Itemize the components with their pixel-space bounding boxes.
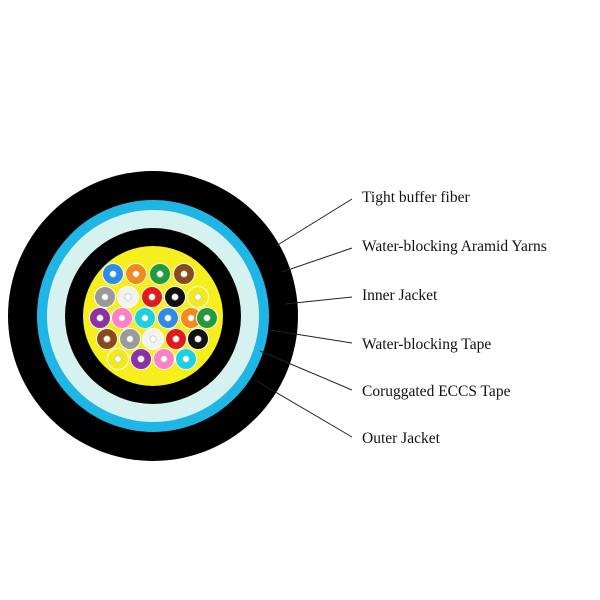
leader-line-outer-jacket xyxy=(254,379,353,438)
tight-buffer-fibers xyxy=(89,263,218,370)
fiber-6 xyxy=(117,286,139,308)
fiber-core xyxy=(156,270,164,278)
fiber-core xyxy=(149,335,157,343)
fiber-core xyxy=(96,314,104,322)
fiber-15 xyxy=(196,307,218,329)
fiber-23 xyxy=(153,348,175,370)
fiber-7 xyxy=(141,286,163,308)
fiber-21 xyxy=(107,348,129,370)
leader-line-aramid-yarns xyxy=(281,247,353,273)
fiber-18 xyxy=(142,328,164,350)
fiber-20 xyxy=(187,328,209,350)
leader-lines xyxy=(254,198,353,438)
fiber-core xyxy=(124,293,132,301)
fiber-core xyxy=(172,335,180,343)
fiber-core xyxy=(103,335,111,343)
fiber-19 xyxy=(165,328,187,350)
leader-line-inner-jacket xyxy=(284,296,353,305)
fiber-core xyxy=(194,335,202,343)
fiber-core xyxy=(180,270,188,278)
fiber-core xyxy=(160,355,168,363)
fiber-11 xyxy=(111,307,133,329)
fiber-core xyxy=(182,355,190,363)
label-ecss-tape: Coruggated ECCS Tape xyxy=(362,383,511,400)
label-outer-jacket: Outer Jacket xyxy=(362,430,441,447)
fiber-core xyxy=(132,270,140,278)
fiber-core xyxy=(187,314,195,322)
fiber-12 xyxy=(134,307,156,329)
fiber-5 xyxy=(94,286,116,308)
fiber-core xyxy=(118,314,126,322)
fiber-core xyxy=(101,293,109,301)
label-inner-jacket: Inner Jacket xyxy=(362,287,438,304)
leader-line-tight-buffer-fiber xyxy=(275,198,353,247)
fiber-1 xyxy=(102,263,124,285)
fiber-22 xyxy=(130,348,152,370)
fiber-10 xyxy=(89,307,111,329)
fiber-13 xyxy=(157,307,179,329)
fiber-core xyxy=(164,314,172,322)
fiber-4 xyxy=(173,263,195,285)
leader-line-water-blocking-tape xyxy=(269,329,353,344)
fiber-core xyxy=(171,293,179,301)
fiber-9 xyxy=(187,286,209,308)
fiber-core xyxy=(114,355,122,363)
fiber-core xyxy=(148,293,156,301)
fiber-core xyxy=(137,355,145,363)
fiber-2 xyxy=(125,263,147,285)
fiber-14 xyxy=(180,307,202,329)
fiber-3 xyxy=(149,263,171,285)
leader-line-ecss-tape xyxy=(259,350,353,391)
fiber-24 xyxy=(175,348,197,370)
fiber-core xyxy=(141,314,149,322)
fiber-core xyxy=(109,270,117,278)
labels: Tight buffer fiber Water-blocking Aramid… xyxy=(362,189,547,447)
fiber-core xyxy=(194,293,202,301)
fiber-8 xyxy=(164,286,186,308)
label-aramid-yarns: Water-blocking Aramid Yarns xyxy=(362,238,547,255)
label-tight-buffer-fiber: Tight buffer fiber xyxy=(362,189,470,206)
fiber-core xyxy=(203,314,211,322)
label-water-blocking-tape: Water-blocking Tape xyxy=(362,336,491,353)
fiber-16 xyxy=(96,328,118,350)
fiber-core xyxy=(126,335,134,343)
fiber-17 xyxy=(119,328,141,350)
